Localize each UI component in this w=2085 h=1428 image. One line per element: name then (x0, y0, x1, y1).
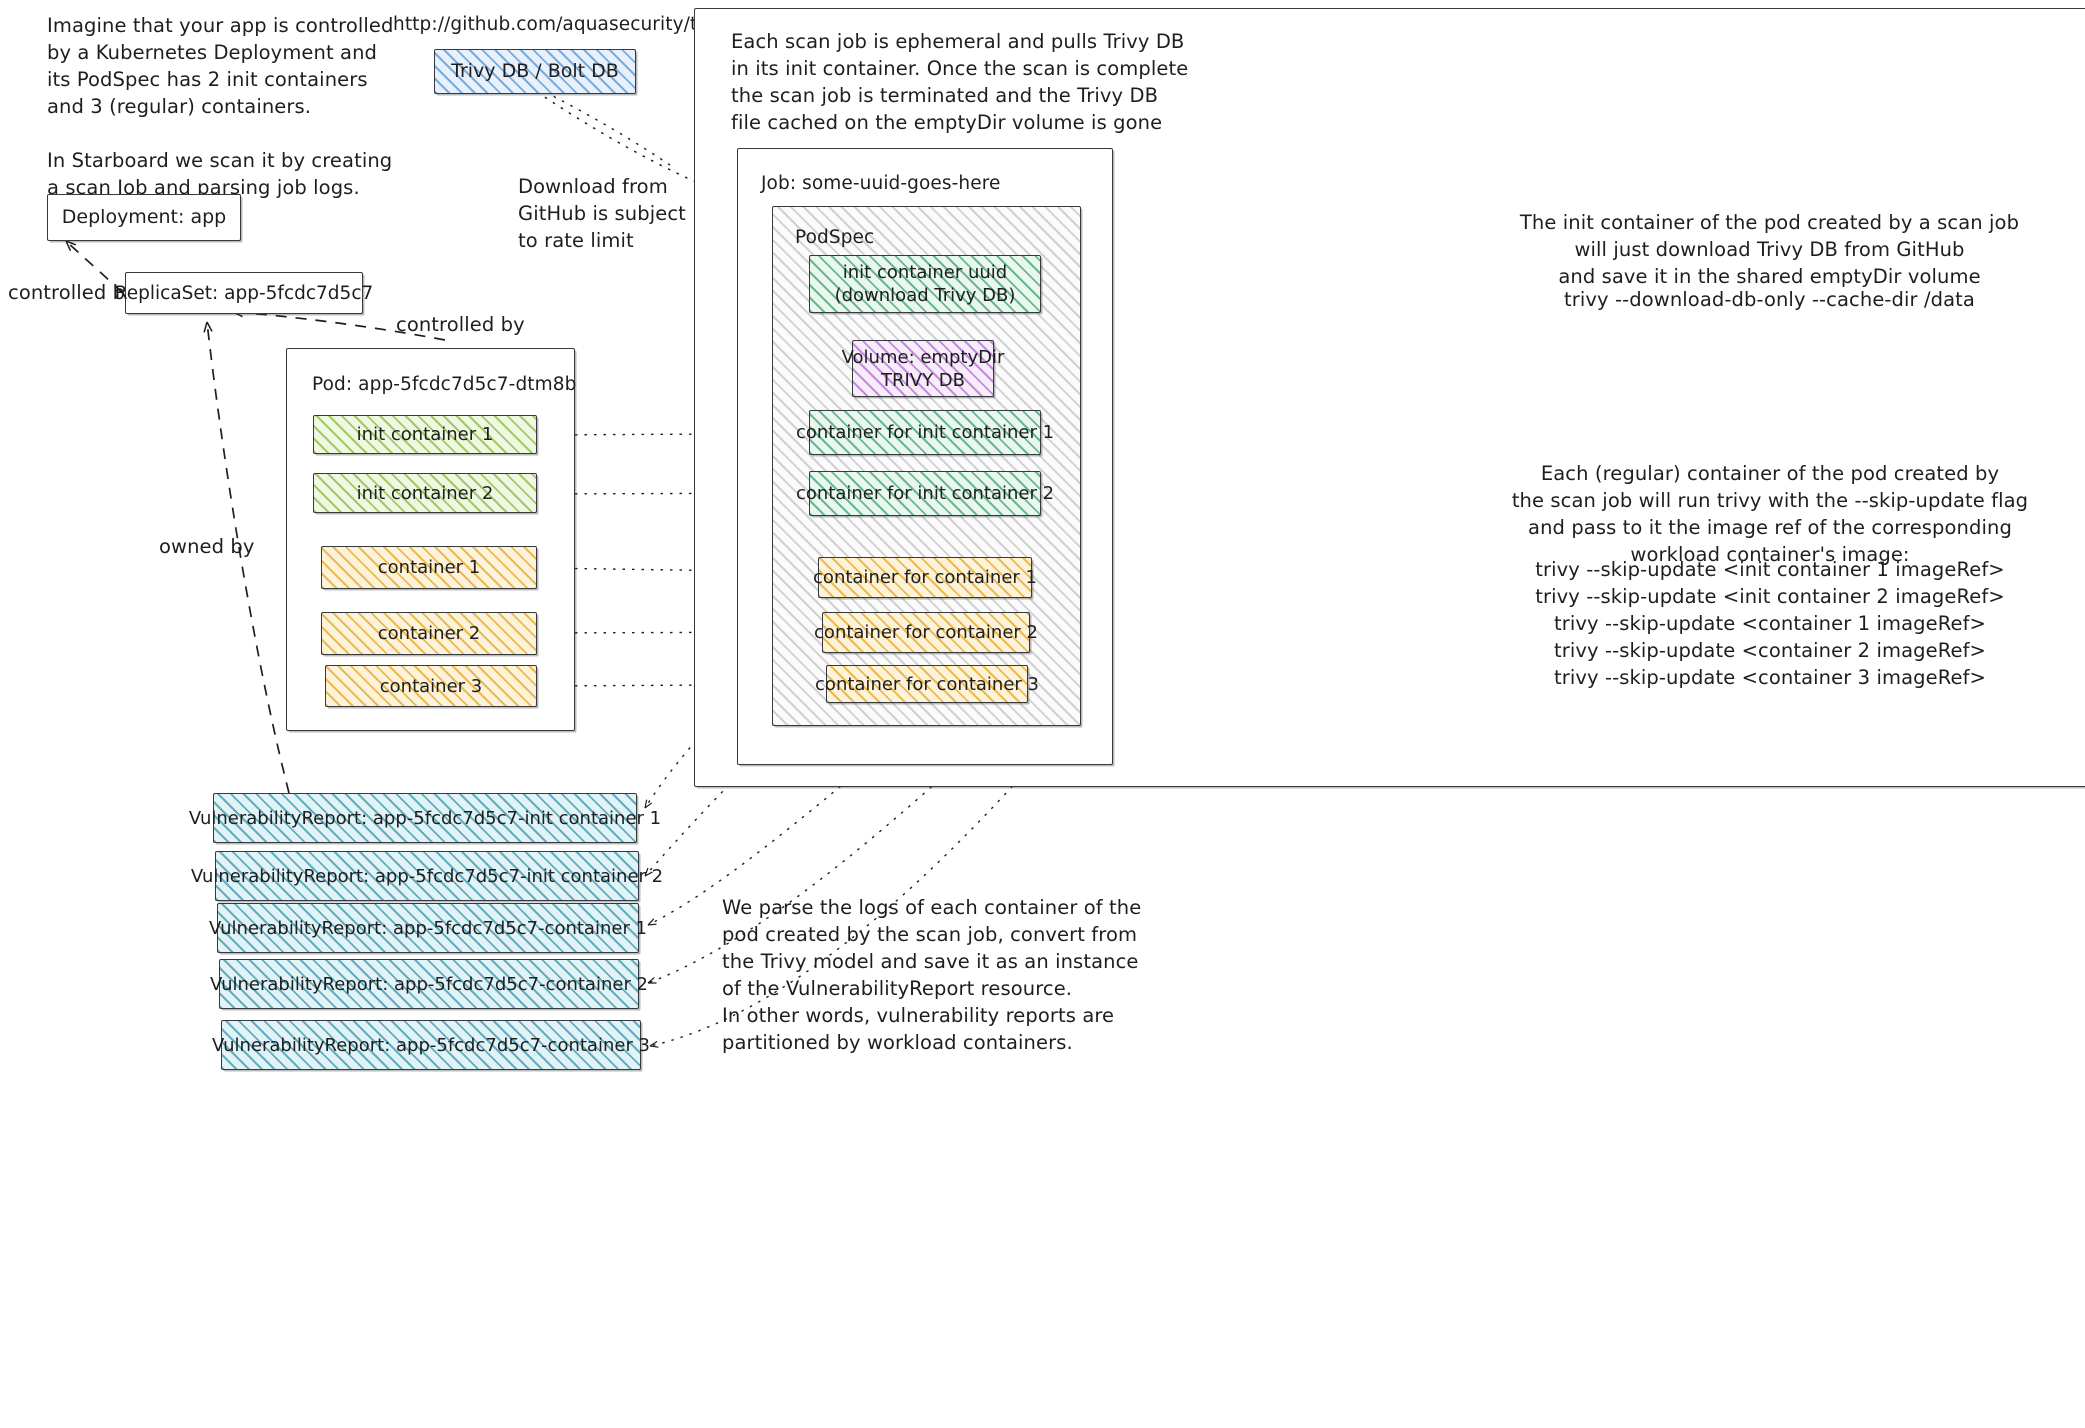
download-rate-limit-note: Download from GitHub is subject to rate … (518, 175, 686, 252)
podspec-label: PodSpec (795, 227, 875, 248)
job-container-init-1[interactable]: container for init container 1 (796, 410, 1054, 455)
vulnerability-report-2[interactable]: VulnerabilityReport: app-5fcdc7d5c7-init… (191, 851, 663, 901)
pod-container-1[interactable]: container 1 (321, 546, 537, 589)
replicaset-box[interactable]: ReplicaSet: app-5fcdc7d5c7 (115, 272, 373, 314)
pod-container-3[interactable]: container 3 (325, 665, 537, 707)
job-container-1[interactable]: container for container 1 (813, 557, 1037, 598)
vulnerability-report-4[interactable]: VulnerabilityReport: app-5fcdc7d5c7-cont… (210, 959, 648, 1009)
vulnerability-report-5[interactable]: VulnerabilityReport: app-5fcdc7d5c7-cont… (212, 1020, 650, 1070)
owned-by-label: owned by (159, 535, 255, 558)
scan-init-container-box[interactable]: init container uuid (download Trivy DB) (809, 255, 1041, 313)
parse-logs-note: We parse the logs of each container of t… (722, 896, 1142, 1054)
deployment-box[interactable]: Deployment: app (47, 194, 241, 241)
job-container-2[interactable]: container for container 2 (814, 612, 1038, 653)
job-container-3[interactable]: container for container 3 (815, 665, 1039, 703)
volume-emptydir-box[interactable]: Volume: emptyDir TRIVY DB (842, 340, 1004, 397)
trivy-db-box[interactable]: Trivy DB / Bolt DB (434, 49, 636, 94)
pod-container-2[interactable]: container 2 (321, 612, 537, 655)
controlled-by-replicaset-label: controlled by (396, 313, 525, 336)
job-container-init-2[interactable]: container for init container 2 (796, 471, 1054, 516)
vulnerability-report-3[interactable]: VulnerabilityReport: app-5fcdc7d5c7-cont… (209, 903, 647, 953)
init-container-explainer-note: The init container of the pod created by… (1519, 211, 2020, 288)
intro-note: Imagine that your app is controlled by a… (47, 14, 394, 199)
vulnerability-report-1[interactable]: VulnerabilityReport: app-5fcdc7d5c7-init… (189, 793, 661, 843)
init-container-command-note: trivy --download-db-only --cache-dir /da… (1564, 288, 1975, 311)
pod-label: Pod: app-5fcdc7d5c7-dtm8b (312, 374, 577, 395)
trivy-db-url-label: http://github.com/aquasecurity/tirvy-db (393, 14, 763, 35)
ephemeral-job-note: Each scan job is ephemeral and pulls Tri… (731, 30, 1189, 134)
regular-container-explainer-note: Each (regular) container of the pod crea… (1511, 462, 2029, 566)
pod-container-init-2[interactable]: init container 2 (313, 473, 537, 513)
job-label: Job: some-uuid-goes-here (761, 173, 1001, 194)
regular-container-commands-note: trivy --skip-update <init container 1 im… (1535, 558, 2005, 689)
pod-container-init-1[interactable]: init container 1 (313, 415, 537, 454)
arrow-trivydb-download-2 (544, 91, 671, 166)
